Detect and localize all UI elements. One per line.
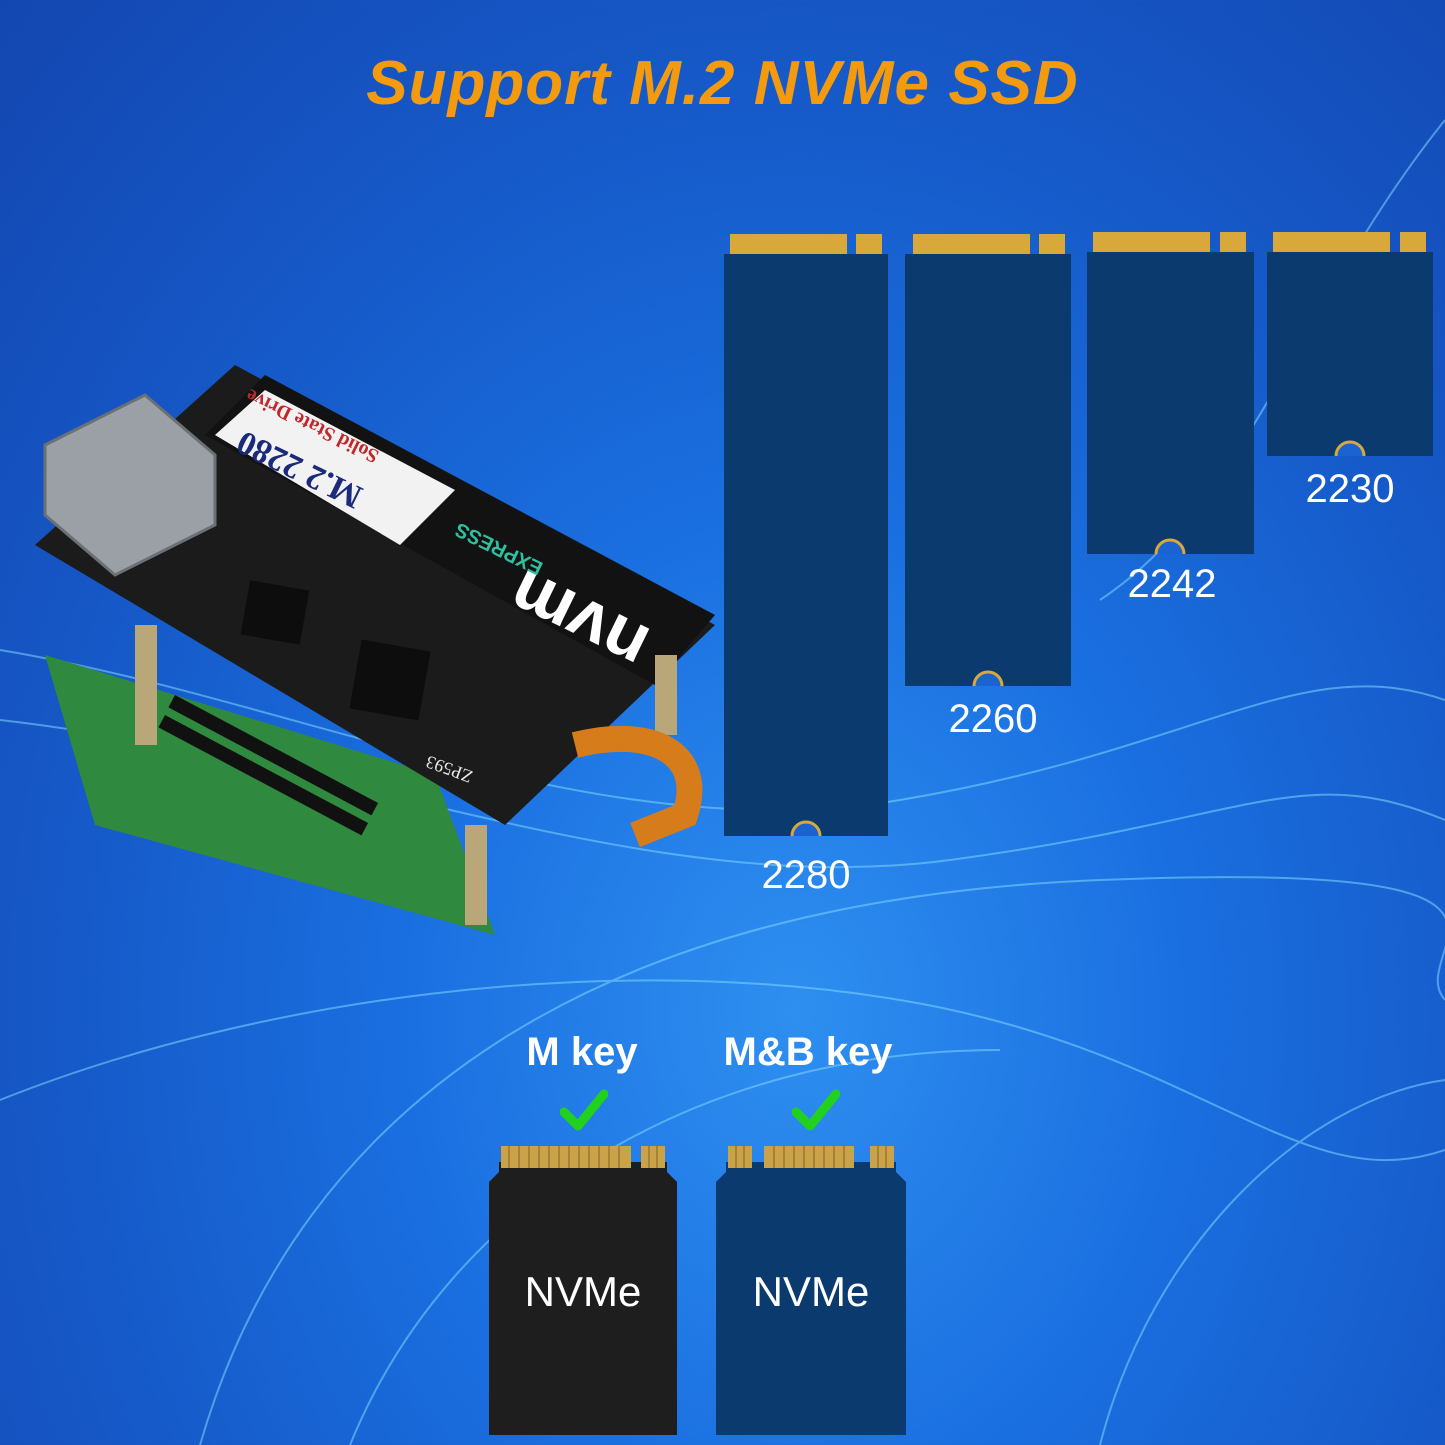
ssd-2230-card xyxy=(1267,232,1433,456)
page-title: Support M.2 NVMe SSD xyxy=(366,49,1079,118)
ssd-size-label-2230: 2230 xyxy=(1305,467,1395,511)
ssd-size-label-2280: 2280 xyxy=(761,853,851,897)
ssd-size-label-2242: 2242 xyxy=(1127,562,1217,606)
m-key-nvme-card xyxy=(489,1146,677,1435)
mb-key-nvme-card xyxy=(716,1146,906,1435)
ssd-2280-card xyxy=(724,234,888,836)
mb-key-check-icon xyxy=(792,1089,840,1131)
m-key-check-icon xyxy=(560,1089,608,1131)
ssd-2260-card xyxy=(905,234,1071,686)
ssd-2242-card xyxy=(1087,232,1254,554)
ssd-size-label-2260: 2260 xyxy=(948,697,1038,741)
nvme-hat-board-photo: M.2 2280 Solid State Drive nvm EXPRESS Z… xyxy=(35,365,715,935)
mb-key-label: M&B key xyxy=(723,1030,893,1074)
m-key-label: M key xyxy=(526,1030,638,1074)
m-key-card-text: NVMe xyxy=(524,1268,642,1315)
mb-key-card-text: NVMe xyxy=(752,1268,870,1315)
